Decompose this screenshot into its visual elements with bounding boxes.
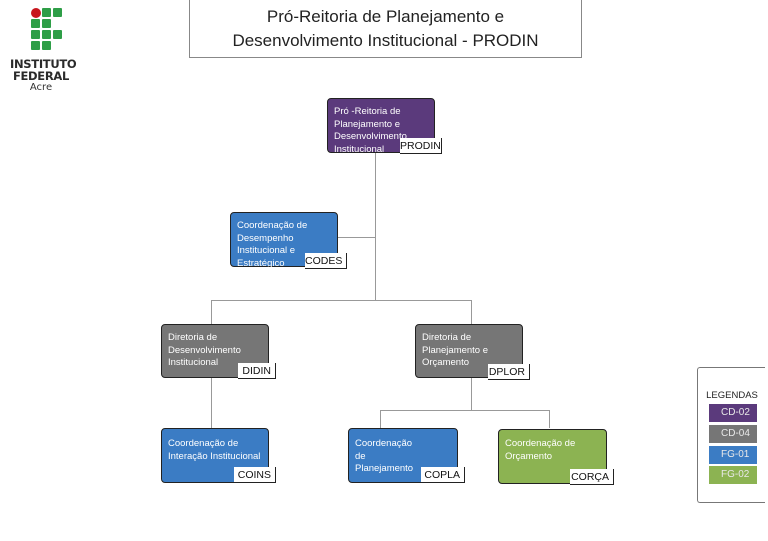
- node-copla-code: COPLA: [421, 467, 465, 483]
- node-coins-code: COINS: [234, 467, 276, 483]
- node-didin-code: DIDIN: [238, 363, 276, 379]
- page-title: Pró-Reitoria de Planejamento e Desenvolv…: [189, 0, 582, 58]
- connector-corca-up: [549, 410, 550, 428]
- connector-didin-up: [211, 300, 212, 324]
- legend-item-fg01: FG-01: [709, 446, 757, 464]
- connector-dplor-branch: [380, 410, 550, 411]
- logo-text-acre: Acre: [29, 82, 53, 93]
- node-dplor-code: DPLOR: [488, 364, 530, 380]
- ifac-logo: INSTITUTO FEDERAL Acre: [10, 8, 77, 98]
- connector-branch-horizontal: [211, 300, 472, 301]
- legend-item-cd02: CD-02: [709, 404, 757, 422]
- legend-title: LEGENDAS: [706, 390, 758, 401]
- connector-dplor-up: [471, 300, 472, 324]
- node-codes-label: Coordenação de Desempenho Institucional …: [237, 220, 308, 269]
- node-copla-label: Coordenação de Planejamento: [355, 438, 414, 474]
- node-coins-label: Coordenação de Interação Institucional: [168, 438, 261, 462]
- logo-text-federal: FEDERAL: [12, 69, 70, 83]
- node-didin[interactable]: Diretoria de Desenvolvimento Institucion…: [161, 324, 269, 378]
- node-codes-code: CODES: [305, 253, 347, 269]
- connector-dplor-down: [471, 378, 472, 410]
- node-corca-label: Coordenação de Orçamento: [505, 438, 576, 462]
- node-corca-code: CORÇA: [570, 469, 614, 485]
- connector-codes: [338, 237, 376, 238]
- connector-didin-coins: [211, 378, 212, 428]
- node-prodin-code: PRODIN: [400, 138, 442, 154]
- title-line-1: Pró-Reitoria de Planejamento e: [266, 6, 505, 26]
- logo-text-instituto: INSTITUTO: [10, 57, 77, 71]
- node-dplor-label: Diretoria de Planejamento e Orçamento: [422, 332, 489, 368]
- connector-prodin-trunk: [375, 153, 376, 300]
- connector-copla-up: [380, 410, 381, 428]
- legend-item-fg02: FG-02: [709, 466, 757, 484]
- node-prodin-label: Pró -Reitoria de Planejamento e Desenvol…: [334, 106, 407, 155]
- legend: LEGENDAS CD-02 CD-04 FG-01 FG-02: [697, 367, 765, 503]
- logo-grid-icon: [31, 8, 73, 52]
- node-didin-label: Diretoria de Desenvolvimento Institucion…: [168, 332, 241, 368]
- legend-item-cd04: CD-04: [709, 425, 757, 443]
- title-line-2: Desenvolvimento Institucional - PRODIN: [232, 30, 539, 50]
